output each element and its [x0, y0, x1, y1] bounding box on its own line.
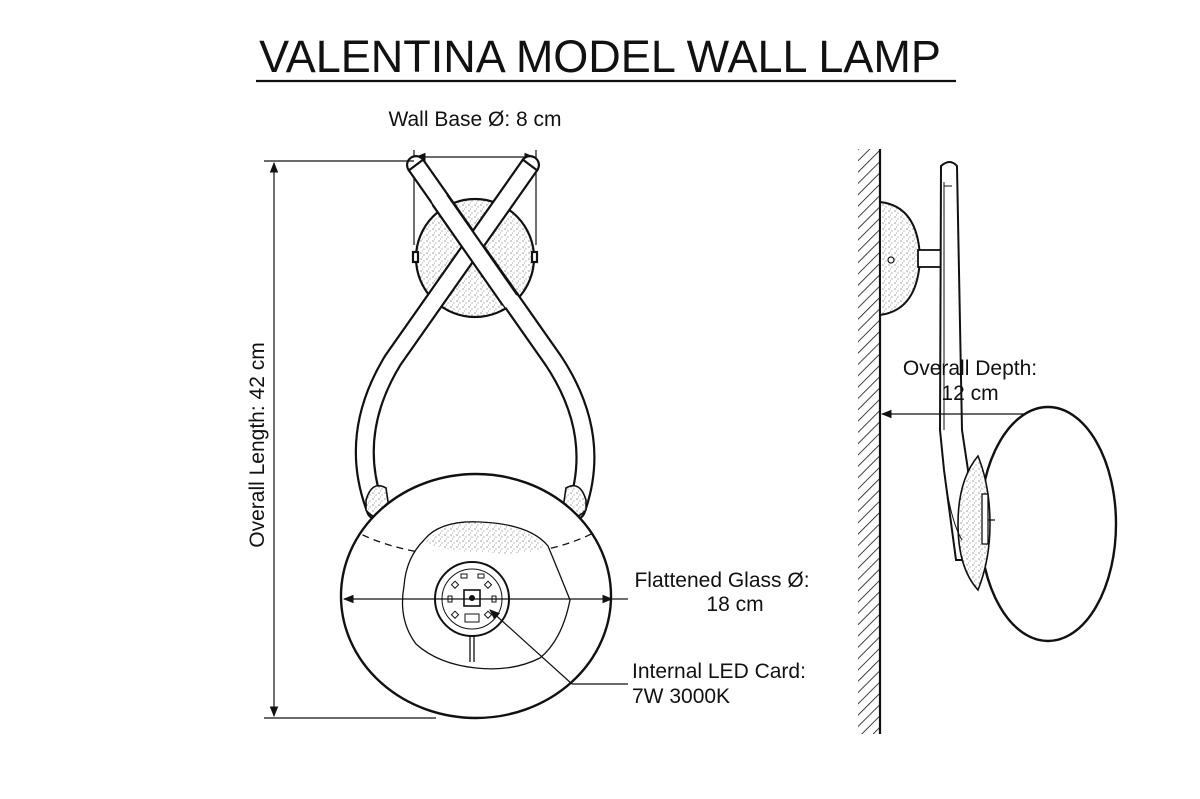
drawing-title: VALENTINA MODEL WALL LAMP	[259, 31, 941, 82]
side-wall-base	[879, 200, 922, 317]
led-card-label-1: Internal LED Card:	[632, 660, 806, 683]
overall-depth-label-2: 12 cm	[941, 382, 998, 405]
side-arm	[938, 161, 972, 561]
wall-hatch	[858, 149, 880, 734]
overall-depth-label-1: Overall Depth:	[903, 357, 1037, 380]
side-glass	[978, 405, 1118, 643]
glass-diameter-label-2: 18 cm	[706, 593, 763, 616]
overall-length-label: Overall Length: 42 cm	[246, 342, 269, 547]
glass-diameter-label-1: Flattened Glass Ø:	[634, 569, 809, 592]
wall-lamp-front-view: Wall Base Ø: 8 cm	[246, 108, 810, 720]
wall-base-label: Wall Base Ø: 8 cm	[388, 108, 561, 131]
wall-lamp-side-view: Overall Depth: 12 cm	[858, 149, 1118, 734]
side-led-card	[981, 493, 989, 545]
led-card-label-2: 7W 3000K	[632, 685, 730, 708]
